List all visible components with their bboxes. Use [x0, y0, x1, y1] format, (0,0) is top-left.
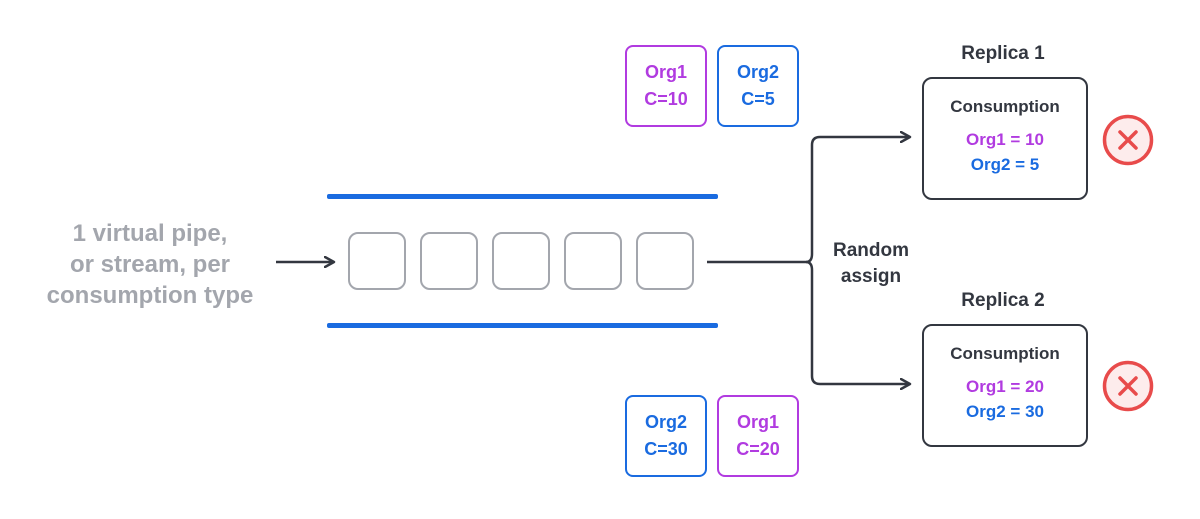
branch-arrow-replica-2: [805, 260, 910, 384]
pipe-label-line: 1 virtual pipe,: [72, 220, 228, 247]
queue-slot: [636, 232, 694, 290]
org-tag-top-1: Org1 C=10: [625, 45, 707, 127]
replica-1-box: Consumption Org1 = 10 Org2 = 5: [922, 77, 1088, 200]
tag-org: Org1: [644, 62, 687, 82]
replica-2-box: Consumption Org1 = 20 Org2 = 30: [922, 324, 1088, 447]
assign-label-line: Random: [833, 240, 909, 261]
replica-1-title: Replica 1: [961, 43, 1045, 64]
pipe-label-line: or stream, per: [69, 251, 231, 278]
pipe-label: 1 virtual pipe, or stream, per consumpti…: [30, 218, 270, 311]
tag-org: Org2: [644, 412, 687, 432]
tag-count: C=20: [736, 439, 780, 459]
tag-count: C=10: [644, 89, 688, 109]
tag-count: C=5: [741, 89, 775, 109]
queue-slot: [420, 232, 478, 290]
pipe-bottom-wall: [327, 323, 718, 328]
replica-2-org1-value: Org1 = 20: [966, 377, 1044, 396]
pipe-label-line: consumption type: [46, 282, 254, 309]
replica-2-title: Replica 2: [961, 290, 1045, 311]
random-assign-label: Random assign: [818, 238, 924, 290]
replica-1-org1-value: Org1 = 10: [966, 130, 1044, 149]
replica-2-org2-value: Org2 = 30: [966, 402, 1044, 421]
org-tag-top-2: Org2 C=5: [717, 45, 799, 127]
replica-2-heading: Consumption: [950, 344, 1060, 363]
tag-org: Org2: [736, 62, 779, 82]
tag-org: Org1: [736, 412, 779, 432]
branch-arrow-replica-1: [805, 137, 910, 264]
error-x-circle-icon: [1102, 114, 1154, 166]
tag-count: C=30: [644, 439, 688, 459]
org-tag-bottom-2: Org1 C=20: [717, 395, 799, 477]
queue-slot: [564, 232, 622, 290]
assign-label-line: assign: [840, 266, 902, 287]
org-tag-bottom-1: Org2 C=30: [625, 395, 707, 477]
pipe-top-wall: [327, 194, 718, 199]
error-x-circle-icon: [1102, 360, 1154, 412]
replica-1-heading: Consumption: [950, 97, 1060, 116]
queue-slot: [348, 232, 406, 290]
replica-1-org2-value: Org2 = 5: [970, 155, 1040, 174]
queue-slot: [492, 232, 550, 290]
